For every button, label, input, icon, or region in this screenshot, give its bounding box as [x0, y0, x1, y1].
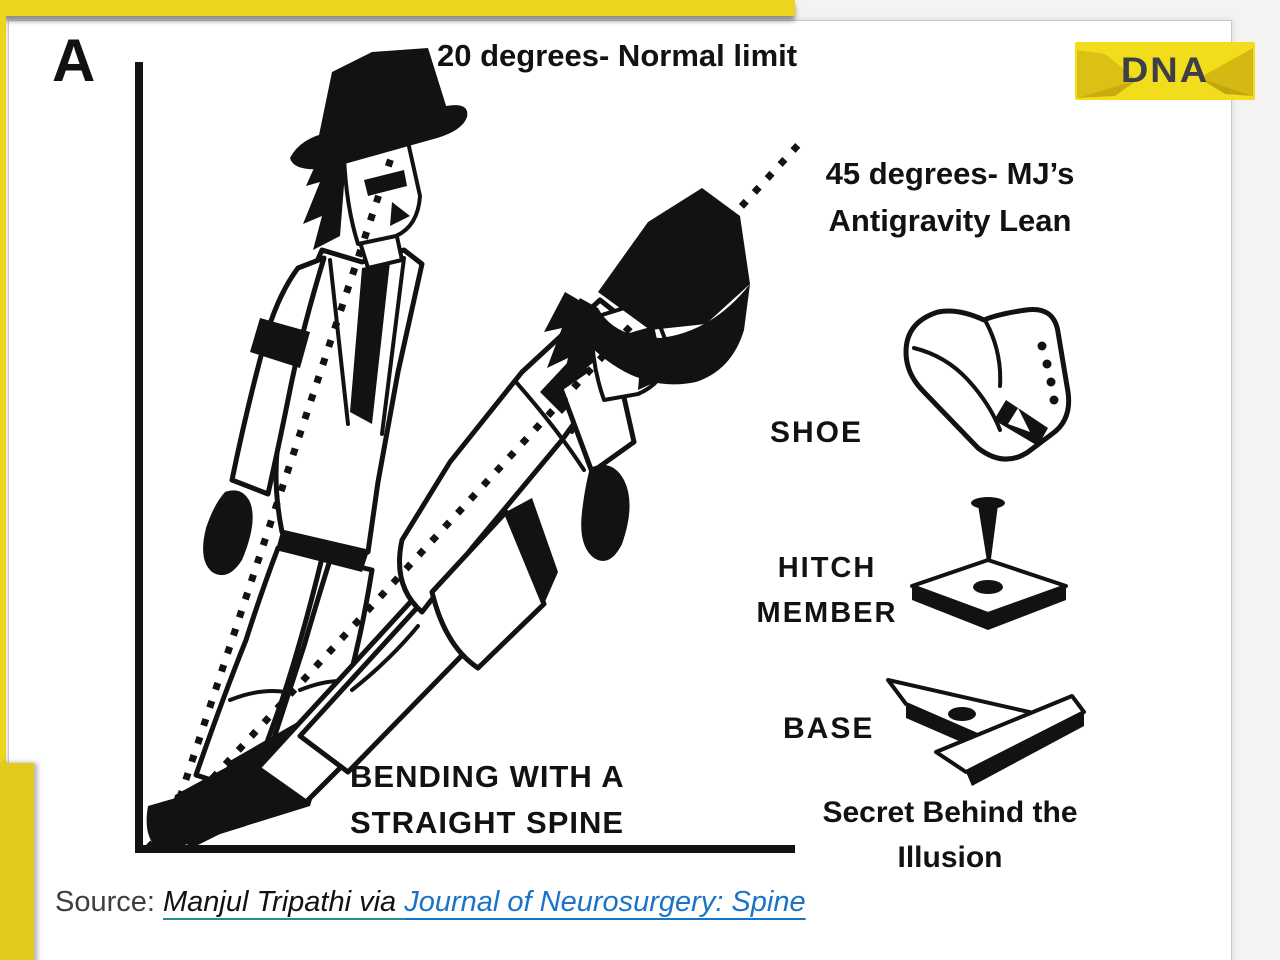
dna-logo-text: DNA	[1120, 51, 1210, 91]
label-hitch-line2: MEMBER	[756, 597, 898, 629]
source-author: Manjul Tripathi via	[163, 886, 405, 918]
annotation-antigravity-line1: 45 degrees- MJ’s	[825, 156, 1075, 191]
base-plate-icon	[886, 678, 1086, 786]
panel-label: A	[52, 27, 97, 94]
source-prefix: Source:	[55, 886, 163, 918]
shoe-icon	[903, 306, 1072, 462]
label-hitch-member: HITCH MEMBER	[732, 546, 922, 636]
annotation-antigravity-lean: 45 degrees- MJ’s Antigravity Lean	[770, 150, 1130, 244]
axes	[135, 62, 795, 853]
dna-logo: DNA	[1075, 42, 1255, 100]
caption-secret-line2: Illusion	[897, 841, 1003, 874]
yellow-left-strip	[0, 0, 6, 765]
source-journal-link[interactable]: Journal of Neurosurgery: Spine	[404, 886, 806, 918]
annotation-normal-limit: 20 degrees- Normal limit	[437, 38, 798, 73]
mj-figure-45deg	[172, 188, 750, 848]
source-line: Source: Manjul Tripathi via Journal of N…	[55, 886, 806, 919]
label-shoe: SHOE	[770, 416, 864, 449]
caption-bending-line2: STRAIGHT SPINE	[350, 805, 625, 840]
caption-secret-line1: Secret Behind the	[822, 796, 1078, 829]
annotation-antigravity-line2: Antigravity Lean	[828, 203, 1072, 238]
dotted-line-20deg	[158, 44, 432, 854]
yellow-top-bar	[0, 0, 795, 16]
dna-logo-ribbon	[1075, 42, 1255, 100]
caption-secret-behind-illusion: Secret Behind the Illusion	[762, 790, 1138, 880]
lean-dotted-lines	[145, 44, 803, 854]
caption-bending-straight-spine: BENDING WITH A STRAIGHT SPINE	[350, 754, 625, 846]
caption-bending-line1: BENDING WITH A	[350, 759, 625, 794]
label-hitch-line1: HITCH	[777, 552, 877, 584]
dotted-line-45deg	[145, 140, 803, 851]
label-base: BASE	[783, 712, 875, 745]
yellow-left-block	[0, 763, 34, 960]
hitch-member-icon	[910, 497, 1068, 630]
